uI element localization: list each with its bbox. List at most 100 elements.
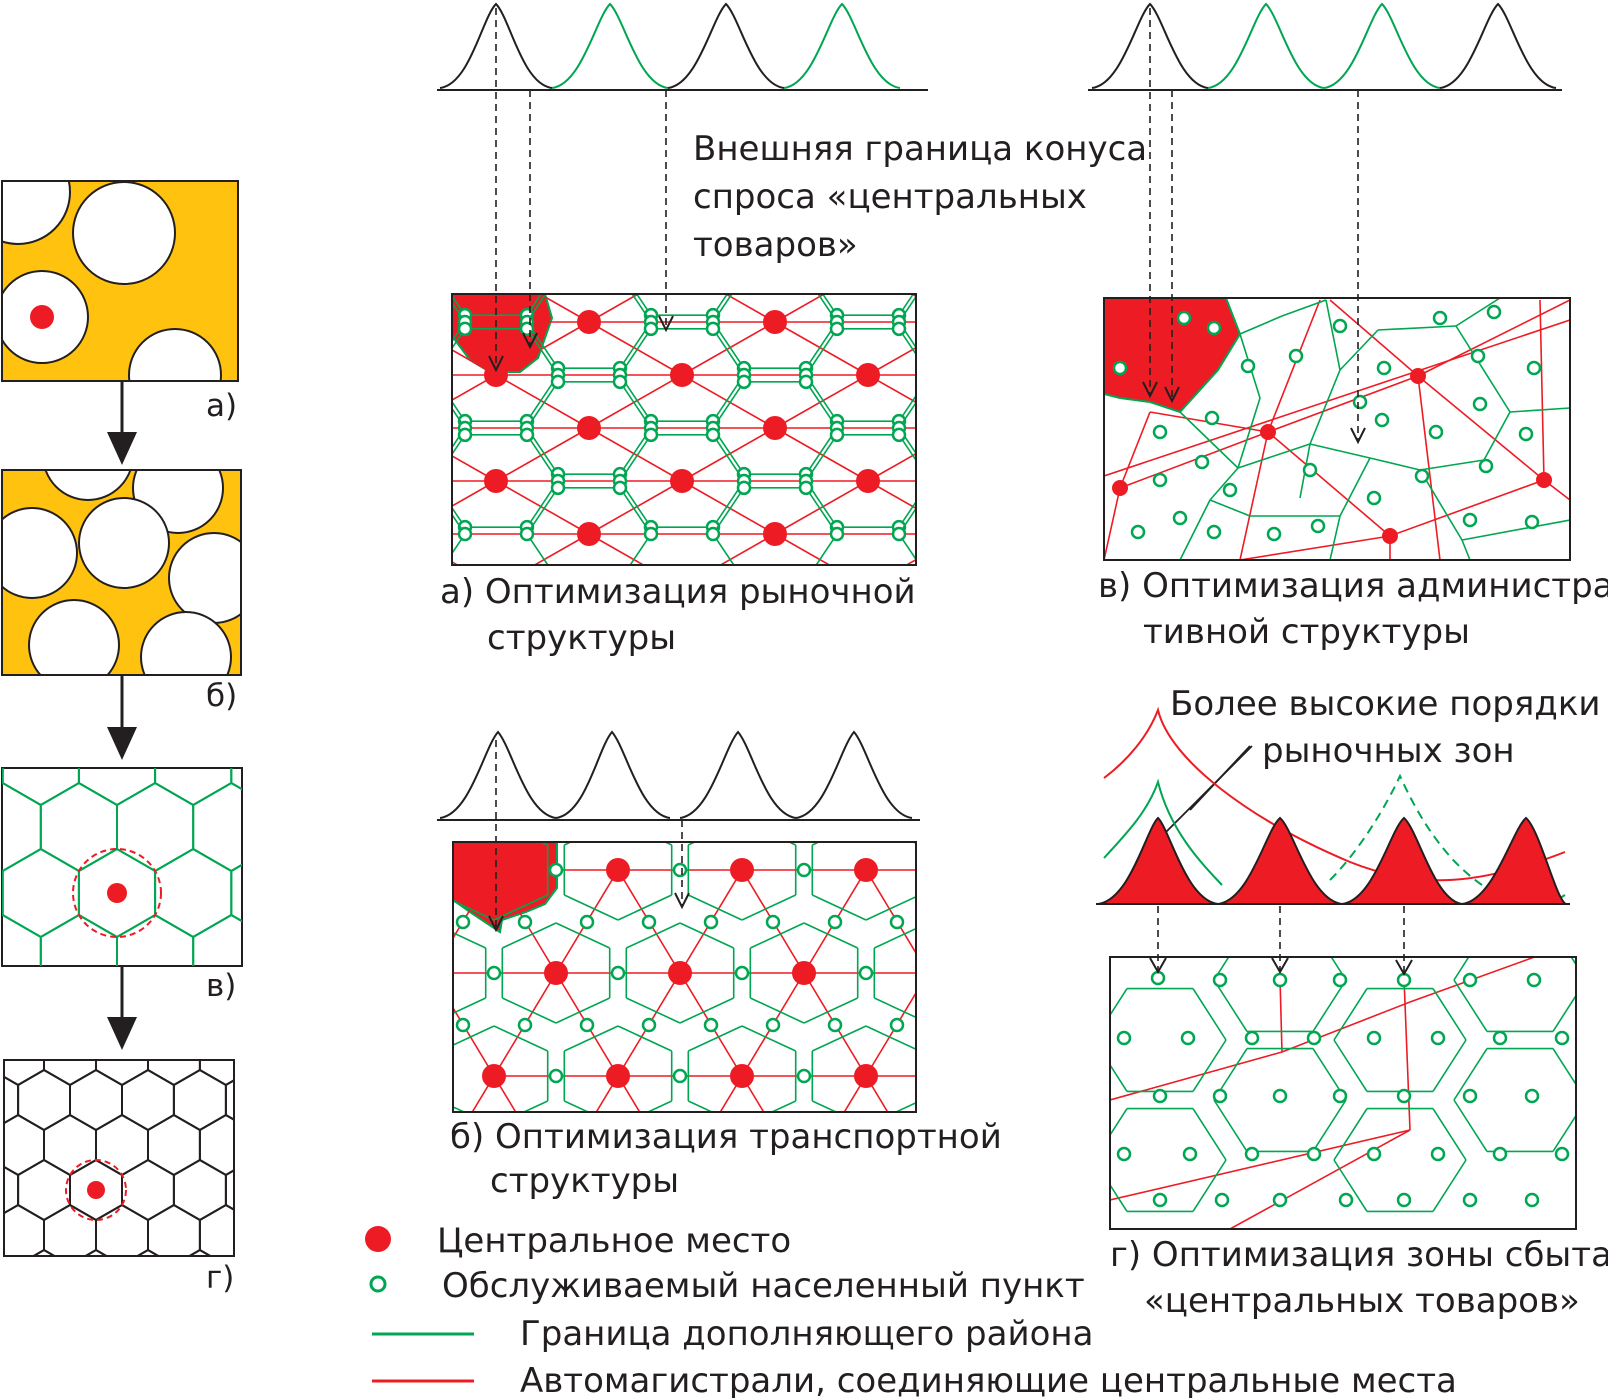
served-place-circle [641,1017,657,1033]
served-place-circle [519,427,535,443]
served-place-circle [428,362,440,374]
served-place-circle [1110,263,1122,275]
served-place-circle [891,526,907,542]
served-place-circle [550,480,566,496]
central-place-dot [916,1167,940,1191]
central-place-dot [391,310,415,334]
left-panel-b [1,469,242,676]
central-place-dot [30,305,54,329]
left-label-a: а) [206,388,237,424]
central-place-dot [1536,472,1552,488]
served-place-circle [610,965,626,981]
central-place-dot [1382,528,1398,544]
served-place-circle [796,862,812,878]
served-place-circle [986,475,998,487]
served-place-circle [1366,490,1382,506]
served-place-circle [891,1225,903,1237]
left-panel-c [1,767,243,967]
served-place-circle [1079,217,1091,229]
served-place-circle [1077,916,1089,928]
served-place-circle [1338,1192,1354,1208]
served-place-circle [986,482,998,494]
panel-a-curves [437,2,928,91]
central-place-dot [730,858,754,882]
served-place-circle [1212,972,1228,988]
served-place-circle [614,270,626,282]
legend-central-label: Центральное место [437,1221,791,1261]
panel-c-caption-line1: в) Оптимизация администра- [1098,566,1608,606]
served-place-circle [1017,415,1029,427]
served-place-circle [984,967,996,979]
served-place-circle [366,376,378,388]
central-place-dot [482,858,506,882]
served-place-circle [552,270,564,282]
served-place-circle [614,263,626,275]
served-place-circle [1017,528,1029,540]
central-place-dot [107,883,127,903]
served-place-circle [1240,358,1256,374]
central-place-dot [391,522,415,546]
served-place-circle [705,321,721,337]
served-place-circle [829,427,845,443]
panel-d-curves [1096,706,1570,906]
flow-arrows [107,381,137,1050]
central-place-dot [856,469,880,493]
served-place-circle [1306,1030,1322,1046]
served-place-circle [1152,1088,1168,1104]
served-place-circle [428,263,440,275]
central-place-dot [606,858,630,882]
served-place-circle [366,362,378,374]
served-place-circle [1430,1146,1446,1162]
served-place-circle [1430,1030,1446,1046]
served-place-circle [366,270,378,282]
central-place-dot [1112,480,1128,496]
central-place-dot [730,1064,754,1088]
served-place-circle [366,482,378,494]
served-place-circle [242,263,254,275]
served-place-circle [1139,916,1151,928]
served-place-circle [457,427,473,443]
central-place-dot [978,858,1002,882]
central-place-dot [763,310,787,334]
served-place-circle [672,862,688,878]
central-place-dot [577,522,601,546]
served-place-circle [273,217,285,229]
served-place-circle [734,965,750,981]
served-place-circle [612,480,628,496]
served-place-circle [1478,458,1494,474]
served-place-circle [612,374,628,390]
left-label-d: г) [206,1260,234,1296]
served-place-circle [924,475,936,487]
central-place-dot [484,363,508,387]
central-place-dot [298,363,322,387]
served-place-circle [1116,1146,1132,1162]
served-place-circle [428,376,440,388]
served-place-circle [1554,1146,1570,1162]
served-place-circle [1180,1030,1196,1046]
served-place-circle [860,1173,872,1185]
served-place-circle [550,374,566,390]
central-place-dot [577,416,601,440]
served-place-circle [459,217,471,229]
served-place-circle [703,914,719,930]
legend-boundary-label: Граница дополняющего района [520,1314,1093,1354]
served-place-circle [455,1017,471,1033]
central-place-dot [670,257,694,281]
served-place-circle [548,862,564,878]
central-place-dot [1102,858,1126,882]
legend-served-label: Обслуживаемый населенный пункт [442,1266,1085,1306]
served-place-circle [1172,482,1184,494]
served-place-circle [1472,396,1488,412]
served-place-circle [643,321,659,337]
central-place-dot [484,469,508,493]
served-place-circle [273,521,285,533]
served-place-circle [1017,422,1029,434]
served-place-circle [1194,454,1210,470]
served-place-circle [335,323,347,335]
served-place-circle [366,263,378,275]
served-place-circle [273,415,285,427]
served-place-circle [1332,318,1348,334]
served-place-circle [924,482,936,494]
served-place-circle [395,1019,407,1031]
served-place-circle [798,374,814,390]
